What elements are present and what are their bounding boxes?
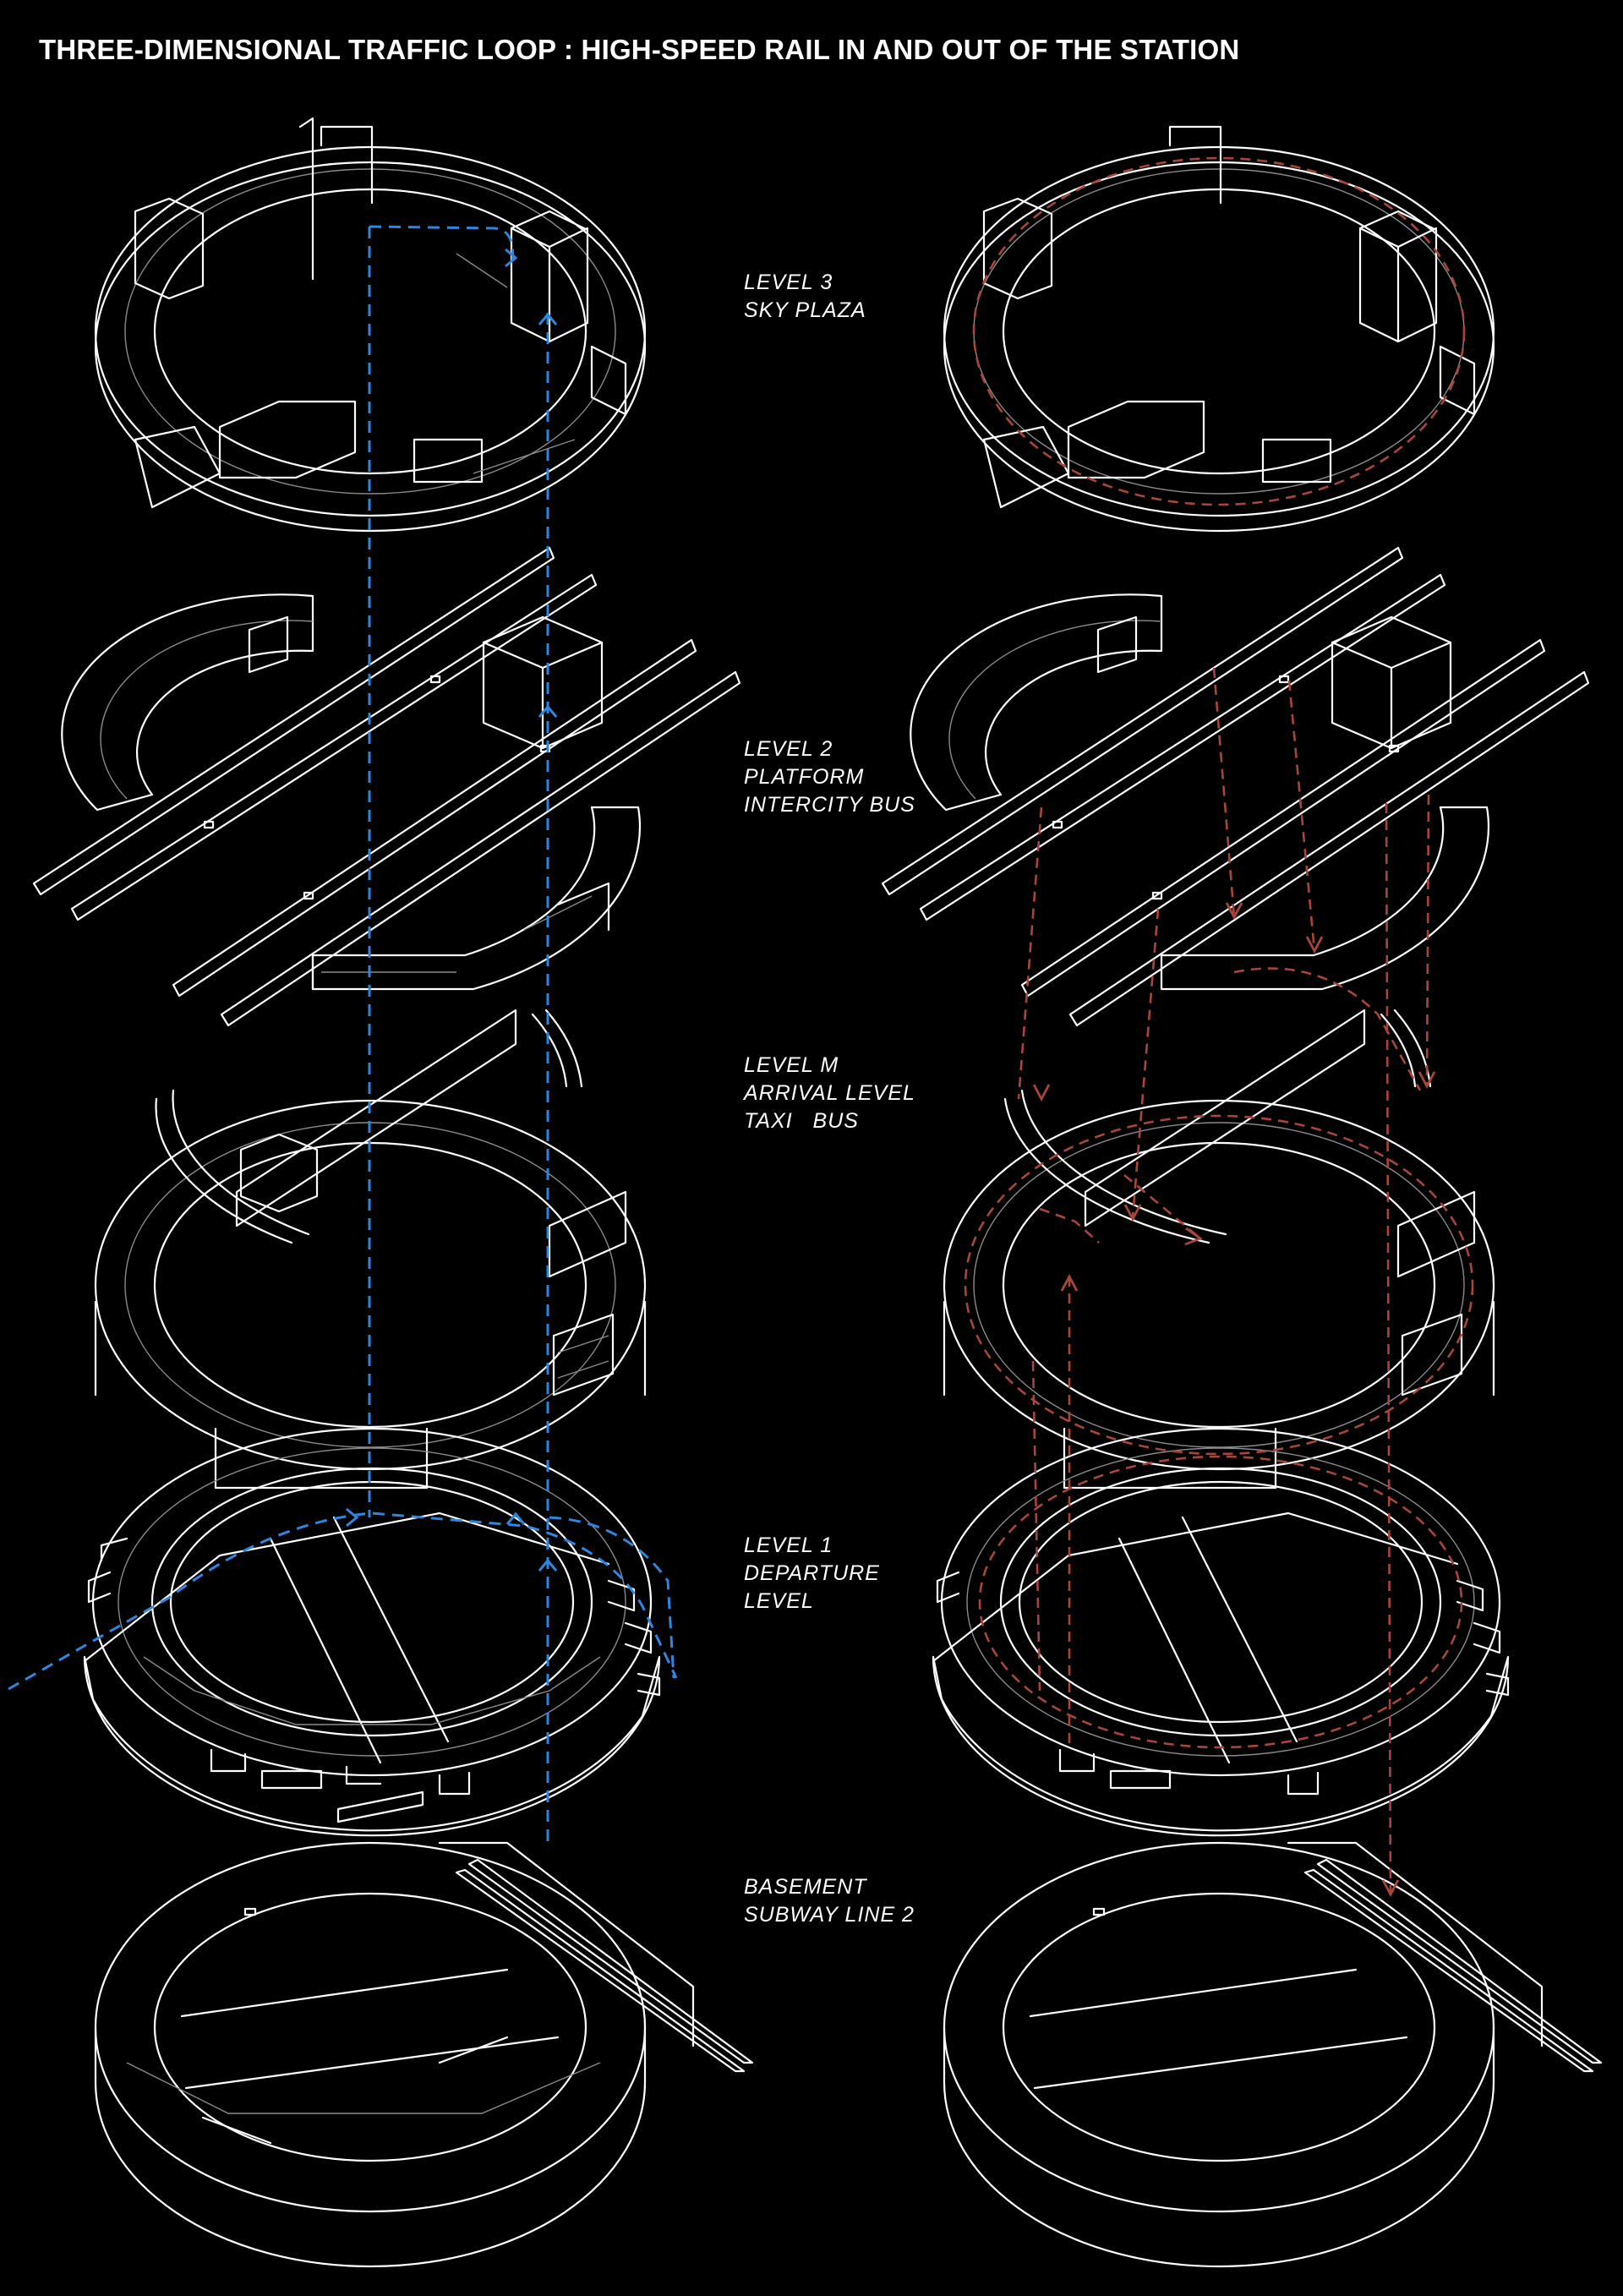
- left-level-1: [83, 1427, 661, 1837]
- right-level-m-ring: [943, 1009, 1495, 1490]
- left-level-3-ring: [94, 117, 647, 533]
- left-basement: [94, 1841, 754, 2268]
- left-level-2: [32, 546, 741, 1088]
- right-column: [881, 125, 1603, 2268]
- right-level-1: [932, 1427, 1510, 1837]
- right-level-2: [881, 546, 1590, 1088]
- page-title: THREE-DIMENSIONAL TRAFFIC LOOP : HIGH-SP…: [39, 34, 1240, 65]
- right-level-3-ring: [943, 125, 1495, 533]
- left-column: [8, 117, 754, 2268]
- departure-flow-path: [964, 156, 1474, 1897]
- arrival-flow-path: [8, 225, 678, 1843]
- right-basement: [943, 1841, 1603, 2268]
